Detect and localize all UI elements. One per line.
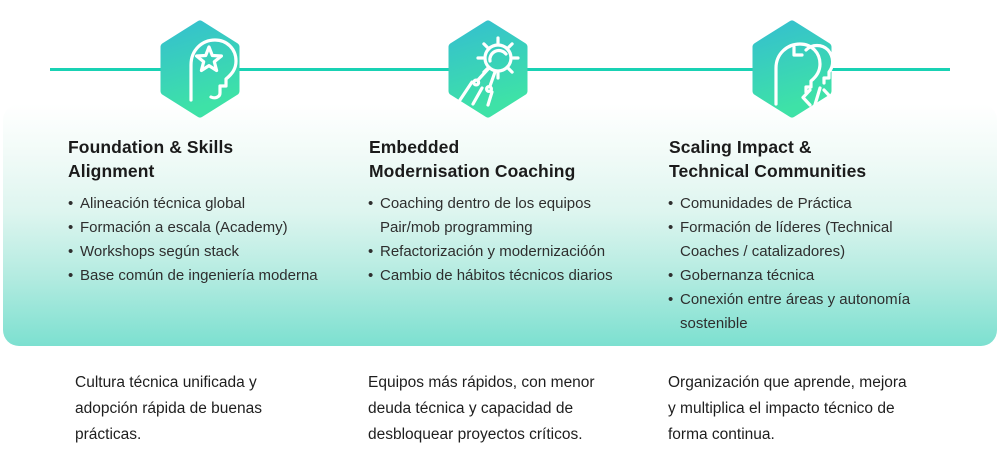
column-title-scaling: Scaling Impact & Technical Communities (669, 137, 867, 181)
bullet-item: Base común de ingeniería moderna (68, 264, 333, 288)
bullet-item: Formación a escala (Academy) (68, 216, 333, 240)
column-summary-scaling: Organización que aprende, mejora y multi… (668, 374, 907, 443)
column-title-foundation: Foundation & Skills Alignment (68, 137, 234, 181)
bullet-item: Refactorización y modernizacióón (368, 240, 636, 264)
head-star-icon (160, 20, 240, 118)
gear-circuit-glyph (458, 36, 520, 107)
bullet-item: Conexión entre áreas y autonomía sosteni… (668, 288, 918, 336)
bullet-item: Workshops según stack (68, 240, 333, 264)
bullet-item: Coaching dentro de los equipos Pair/mob … (368, 192, 636, 240)
column-summary-coaching: Equipos más rápidos, con menor deuda téc… (368, 374, 595, 443)
bullet-item: Gobernanza técnica (668, 264, 918, 288)
heads-code-icon (752, 20, 835, 118)
bullet-item: Cambio de hábitos técnicos diarios (368, 264, 636, 288)
bullet-item: Alineación técnica global (68, 192, 333, 216)
bullet-list-foundation: Alineación técnica globalFormación a esc… (68, 192, 333, 288)
bullet-list-coaching: Coaching dentro de los equipos Pair/mob … (368, 192, 636, 288)
bullet-item: Comunidades de Práctica (668, 192, 918, 216)
heads-code-glyph (774, 42, 835, 110)
hexagon-badge (160, 20, 240, 118)
bullet-item: Formación de líderes (Technical Coaches … (668, 216, 918, 264)
column-title-coaching: Embedded Modernisation Coaching (369, 137, 576, 181)
bullet-list-scaling: Comunidades de PrácticaFormación de líde… (668, 192, 918, 336)
gear-circuit-icon (448, 20, 528, 118)
head-star-glyph (189, 38, 238, 102)
column-summary-foundation: Cultura técnica unificada y adopción ráp… (75, 374, 263, 443)
